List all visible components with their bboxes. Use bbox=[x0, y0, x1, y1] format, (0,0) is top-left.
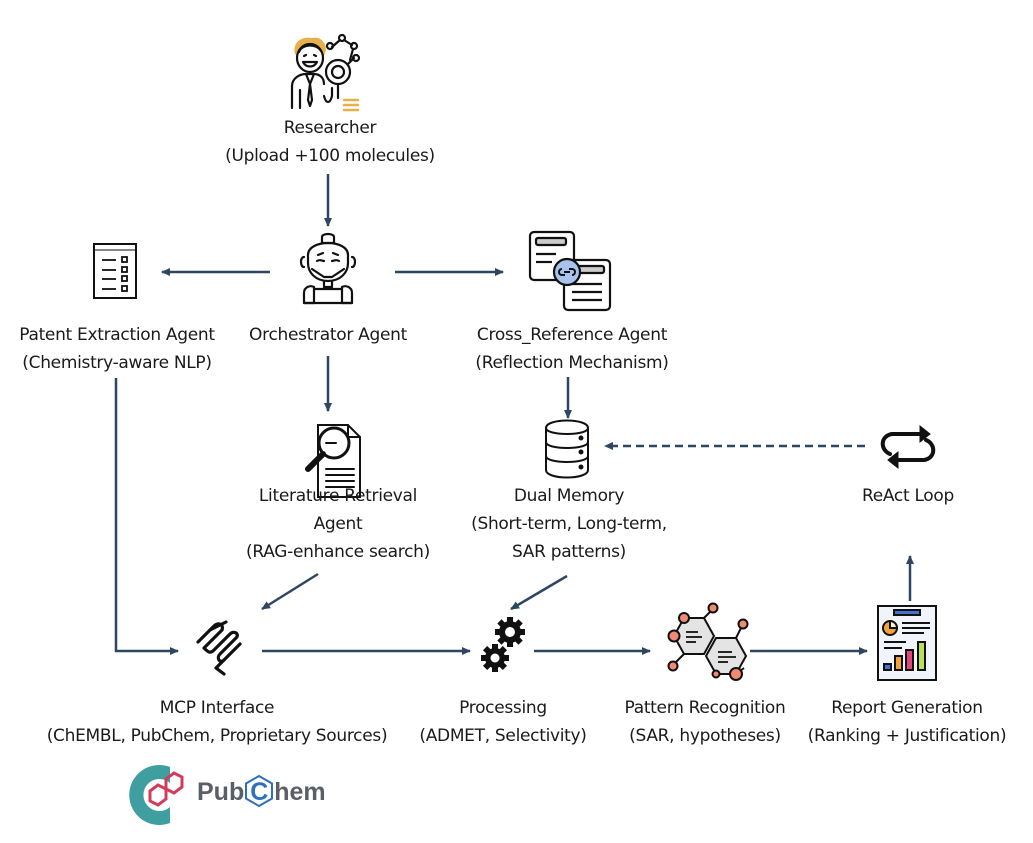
researcher-with-molecule-magnifier-icon bbox=[290, 33, 361, 112]
node-title: Patent Extraction Agent bbox=[19, 325, 215, 345]
node-memory-label: Dual Memory (Short-term, Long-term, SAR … bbox=[471, 482, 667, 566]
pubchem-c-letter: C bbox=[250, 778, 269, 806]
node-subtitle: (Reflection Mechanism) bbox=[475, 353, 669, 373]
gears-icon bbox=[481, 617, 525, 672]
node-title: Literature Retrieval bbox=[258, 486, 418, 506]
mcp-zigzag-icon bbox=[196, 620, 242, 676]
node-pattern-label: Pattern Recognition (SAR, hypotheses) bbox=[625, 694, 786, 750]
loop-arrows-icon bbox=[880, 424, 936, 470]
pubchem-text-post: hem bbox=[274, 778, 326, 806]
node-subtitle: (Chemistry-aware NLP) bbox=[22, 353, 212, 373]
node-subtitle: (RAG-enhance search) bbox=[246, 542, 430, 562]
node-title: Cross_Reference Agent bbox=[476, 325, 668, 345]
document-search-icon bbox=[305, 424, 361, 498]
node-react-label: ReAct Loop bbox=[862, 482, 954, 510]
database-icon bbox=[545, 419, 589, 479]
pubchem-text-pre: Pub bbox=[197, 778, 245, 806]
node-researcher-label: Researcher (Upload +100 molecules) bbox=[225, 114, 435, 170]
molecule-hexagons-icon bbox=[667, 602, 749, 681]
node-patent-label: Patent Extraction Agent (Chemistry-aware… bbox=[19, 321, 215, 377]
edge-literature-to-mcp bbox=[261, 572, 319, 611]
node-literature-label: Literature Retrieval Agent (RAG-enhance … bbox=[246, 482, 430, 566]
pubchem-text-c: C bbox=[244, 775, 274, 807]
linked-documents-icon bbox=[528, 230, 612, 312]
node-title-line2: Agent bbox=[313, 514, 363, 534]
node-cross-reference-label: Cross_Reference Agent (Reflection Mechan… bbox=[475, 321, 669, 377]
node-title: MCP Interface bbox=[159, 698, 275, 718]
node-processing-label: Processing (ADMET, Selectivity) bbox=[419, 694, 587, 750]
checklist-document-icon bbox=[93, 243, 137, 299]
robot-icon bbox=[299, 232, 357, 305]
node-title: Processing bbox=[459, 698, 547, 718]
node-mcp-label: MCP Interface (ChEMBL, PubChem, Propriet… bbox=[47, 694, 388, 750]
node-title: Report Generation bbox=[831, 698, 983, 718]
node-subtitle: (ChEMBL, PubChem, Proprietary Sources) bbox=[46, 726, 388, 746]
node-orchestrator-label: Orchestrator Agent bbox=[249, 321, 407, 349]
edge-memory-to-processing bbox=[510, 574, 568, 611]
node-title: Dual Memory bbox=[513, 486, 625, 506]
node-report-label: Report Generation (Ranking + Justificati… bbox=[808, 694, 1007, 750]
node-title: ReAct Loop bbox=[861, 486, 955, 506]
node-subtitle: (ADMET, Selectivity) bbox=[419, 726, 587, 746]
node-subtitle: (Ranking + Justification) bbox=[807, 726, 1007, 746]
node-title: Researcher bbox=[283, 118, 377, 138]
hexagon-outline-icon bbox=[245, 775, 274, 807]
edge-patent-to-mcp bbox=[114, 378, 179, 655]
node-subtitle-line2: SAR patterns) bbox=[511, 542, 627, 562]
pubchem-logo bbox=[129, 765, 184, 825]
node-subtitle: (SAR, hypotheses) bbox=[629, 726, 781, 746]
report-chart-icon bbox=[877, 605, 937, 681]
node-title: Orchestrator Agent bbox=[249, 325, 407, 345]
node-subtitle: (Upload +100 molecules) bbox=[225, 146, 435, 166]
node-title: Pattern Recognition bbox=[624, 698, 786, 718]
node-subtitle: (Short-term, Long-term, bbox=[471, 514, 667, 534]
